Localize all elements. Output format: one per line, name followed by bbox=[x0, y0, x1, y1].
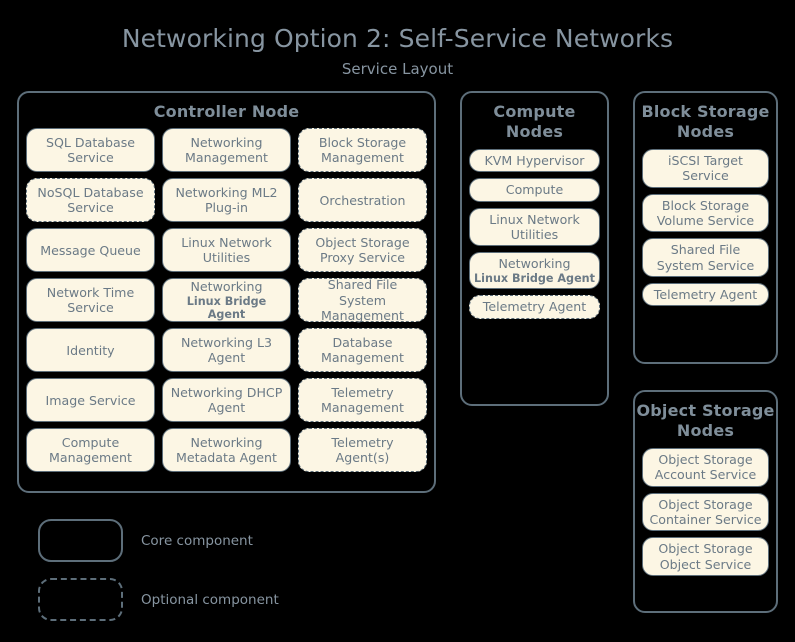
service-box[interactable]: Object Storage Object Service bbox=[642, 537, 769, 577]
compute-nodes-title: Compute Nodes bbox=[493, 102, 576, 142]
service-box-label: Telemetry Agent bbox=[482, 299, 587, 315]
service-box[interactable]: Object Storage Proxy Service bbox=[298, 228, 427, 273]
service-row: Identity Networking L3 Agent Database Mana… bbox=[26, 328, 427, 373]
service-box[interactable]: Telemetry Agent bbox=[642, 283, 769, 307]
service-box-label: Networking bbox=[190, 279, 263, 295]
legend-swatch-dashed bbox=[38, 578, 123, 621]
service-box-label: Networking ML2 Plug-in bbox=[175, 185, 278, 216]
service-box[interactable]: Compute Management bbox=[26, 428, 155, 473]
service-box-label: Object Storage Account Service bbox=[654, 451, 757, 483]
service-box[interactable]: Networking ML2 Plug-in bbox=[162, 178, 291, 223]
legend-core-label: Core component bbox=[141, 532, 253, 549]
service-box-label: Networking DHCP Agent bbox=[170, 385, 283, 416]
service-box-label: Linux Network Utilities bbox=[489, 211, 580, 243]
service-box-label: Telemetry Agent bbox=[653, 287, 758, 303]
service-box-label: Image Service bbox=[45, 392, 136, 408]
legend-swatch-solid bbox=[38, 519, 123, 562]
service-box-label: Object Storage Container Service bbox=[649, 496, 762, 528]
service-box[interactable]: Telemetry Agent bbox=[469, 295, 600, 319]
service-box[interactable]: Network Time Service bbox=[26, 278, 155, 323]
controller-service-grid: SQL Database Service Networking Managemen… bbox=[19, 128, 434, 480]
service-box[interactable]: iSCSI Target Service bbox=[642, 148, 769, 188]
service-box-label: Identity bbox=[66, 342, 115, 358]
service-box[interactable]: Object Storage Account Service bbox=[642, 447, 769, 487]
service-box-label: Compute Management bbox=[49, 435, 132, 466]
service-box-label: Compute bbox=[505, 182, 564, 198]
service-box[interactable]: Object Storage Container Service bbox=[642, 492, 769, 532]
service-box[interactable]: Networking Management bbox=[162, 128, 291, 173]
page-subtitle: Service Layout bbox=[341, 60, 454, 78]
service-box-label: Shared File System Management bbox=[321, 277, 404, 324]
service-box-label: Database Management bbox=[321, 335, 404, 366]
service-box-label: Telemetry Agent(s) bbox=[331, 435, 394, 466]
service-box-sublabel: Linux Bridge Agent bbox=[186, 294, 267, 322]
service-box[interactable]: Networking L3 Agent bbox=[162, 328, 291, 373]
service-box[interactable]: Linux Network Utilities bbox=[162, 228, 291, 273]
service-box[interactable]: Shared File System Management bbox=[298, 277, 427, 324]
object-storage-nodes-container: Object Storage Nodes Object Storage Acco… bbox=[633, 390, 778, 613]
service-box[interactable]: Orchestration bbox=[298, 178, 427, 223]
service-box-label: Object Storage Object Service bbox=[658, 541, 753, 572]
service-box-label: Network Time Service bbox=[46, 285, 135, 316]
service-box[interactable]: Telemetry Agent(s) bbox=[298, 428, 427, 473]
service-box[interactable]: KVM Hypervisor bbox=[469, 148, 600, 173]
service-box[interactable]: Shared File System Service bbox=[642, 238, 769, 278]
service-box-sublabel: Linux Bridge Agent bbox=[474, 271, 595, 285]
service-row: Image Service Networking DHCP Agent Teleme… bbox=[26, 378, 427, 423]
legend-optional-label: Optional component bbox=[141, 591, 279, 608]
service-box-label: Shared File System Service bbox=[656, 242, 755, 273]
service-box[interactable]: Telemetry Management bbox=[298, 378, 427, 423]
service-box[interactable]: Networking DHCP Agent bbox=[162, 378, 291, 423]
service-box-label: Block Storage Volume Service bbox=[656, 197, 755, 229]
service-box-label: Object Storage Proxy Service bbox=[315, 235, 410, 266]
service-box-label: Networking bbox=[498, 256, 571, 272]
service-box[interactable]: Block Storage Volume Service bbox=[642, 193, 769, 233]
service-box[interactable]: SQL Database Service bbox=[26, 128, 155, 173]
block-storage-nodes-title: Block Storage Nodes bbox=[641, 102, 770, 142]
service-box-label: Telemetry Management bbox=[321, 385, 404, 416]
service-box[interactable]: Compute bbox=[469, 178, 600, 202]
service-box-label: Networking L3 Agent bbox=[180, 335, 273, 366]
service-box-label: Networking Metadata Agent bbox=[176, 435, 277, 466]
service-box-label: KVM Hypervisor bbox=[484, 152, 585, 168]
service-box[interactable]: Networking Metadata Agent bbox=[162, 428, 291, 473]
service-row: SQL Database Service Networking Managemen… bbox=[26, 128, 427, 173]
service-box-label: Networking Management bbox=[185, 135, 268, 166]
controller-node-title: Controller Node bbox=[153, 102, 300, 121]
service-box[interactable]: Database Management bbox=[298, 328, 427, 373]
service-box-label: Message Queue bbox=[40, 242, 141, 258]
block-storage-nodes-container: Block Storage Nodes iSCSI Target Service… bbox=[633, 91, 778, 364]
service-box-label: NoSQL Database Service bbox=[37, 185, 144, 216]
service-box[interactable]: Identity bbox=[26, 328, 155, 373]
service-row: Message Queue Linux Network Utilities Obje… bbox=[26, 228, 427, 273]
service-row: NoSQL Database Service Networking ML2 Plu… bbox=[26, 178, 427, 223]
service-box-label: Linux Network Utilities bbox=[181, 235, 272, 266]
service-row: Compute Management Networking Metadata Ag… bbox=[26, 428, 427, 473]
object-storage-nodes-title: Object Storage Nodes bbox=[636, 401, 775, 441]
service-box[interactable]: Message Queue bbox=[26, 228, 155, 273]
service-box[interactable]: NoSQL Database Service bbox=[26, 178, 155, 223]
service-box-label: SQL Database Service bbox=[45, 135, 136, 166]
page-title: Networking Option 2: Self-Service Networ… bbox=[121, 24, 674, 53]
service-box-label: Block Storage Management bbox=[318, 135, 407, 166]
service-box[interactable]: Image Service bbox=[26, 378, 155, 423]
service-box-label: iSCSI Target Service bbox=[668, 152, 743, 184]
service-box-label: Orchestration bbox=[319, 192, 406, 208]
service-box[interactable]: Linux Network Utilities bbox=[469, 207, 600, 247]
service-box[interactable]: Block Storage Management bbox=[298, 128, 427, 173]
legend-core-component: Core component bbox=[38, 519, 253, 562]
legend-optional-component: Optional component bbox=[38, 578, 279, 621]
